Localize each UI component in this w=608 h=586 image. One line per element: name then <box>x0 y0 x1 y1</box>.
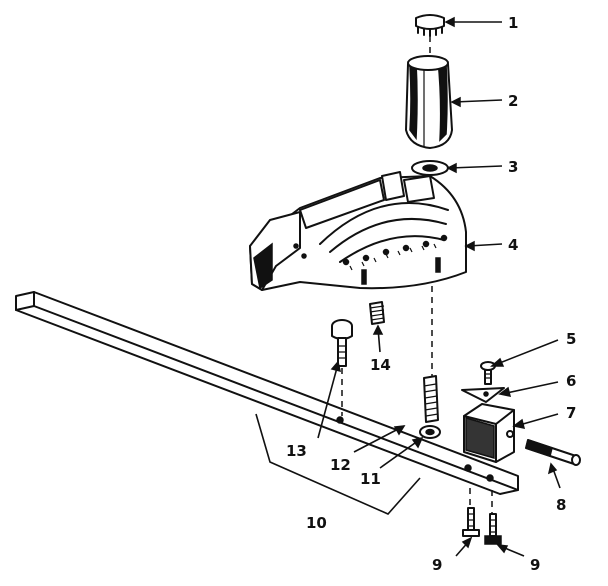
label-part-12: 12 <box>330 456 351 474</box>
part-3-washer <box>411 160 449 176</box>
part-9-screw-a <box>462 507 480 537</box>
label-part-6: 6 <box>566 372 576 390</box>
part-8-stop-rod <box>525 439 581 466</box>
part-11-washer <box>419 425 441 439</box>
label-part-9b: 9 <box>530 556 540 574</box>
label-part-13: 13 <box>286 442 307 460</box>
part-14-set-screw <box>369 301 385 325</box>
label-part-8: 8 <box>556 496 566 514</box>
label-part-4: 4 <box>508 236 518 254</box>
label-part-14: 14 <box>370 356 391 374</box>
leader-lines <box>255 16 561 557</box>
label-part-5: 5 <box>566 330 576 348</box>
label-part-9a: 9 <box>432 556 442 574</box>
label-part-11: 11 <box>360 470 381 488</box>
part-10-guide-bar <box>15 291 519 495</box>
part-2-handle <box>405 55 453 149</box>
part-12-pivot-stud <box>423 375 439 423</box>
part-5-screw <box>480 361 496 385</box>
label-part-3: 3 <box>508 158 518 176</box>
part-9-screw-b <box>484 513 502 545</box>
part-6-indicator <box>461 387 505 403</box>
part-4-miter-body <box>249 171 467 291</box>
part-7-stop-block <box>463 403 515 463</box>
label-part-10: 10 <box>306 514 327 532</box>
label-part-2: 2 <box>508 92 518 110</box>
part-1-cap <box>415 14 445 37</box>
label-part-1: 1 <box>508 14 518 32</box>
part-13-stop-pin <box>331 319 353 367</box>
label-part-7: 7 <box>566 404 576 422</box>
